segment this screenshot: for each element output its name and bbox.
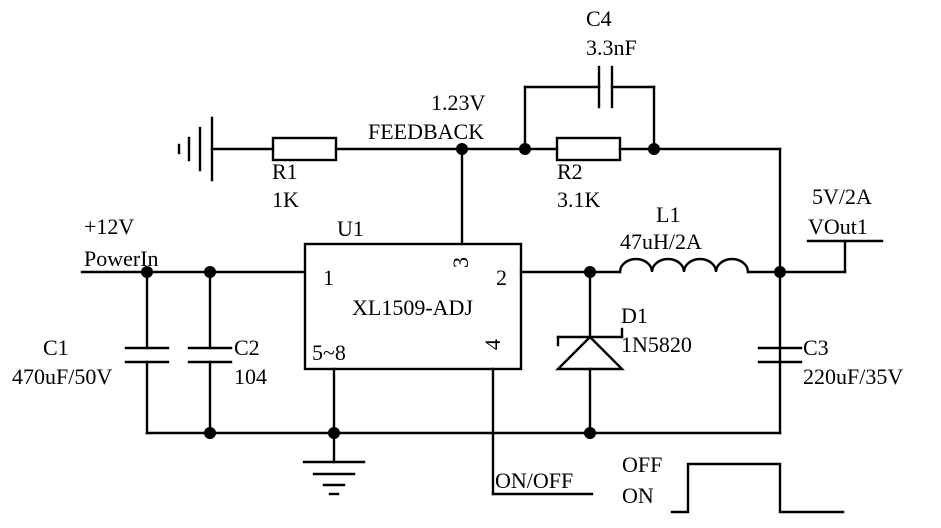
feedback-label: FEEDBACK bbox=[368, 119, 484, 144]
r2-value-label: 3.1K bbox=[557, 187, 601, 212]
off-label: OFF bbox=[622, 452, 662, 477]
c4-name-label: C4 bbox=[586, 6, 612, 31]
feedback-voltage-label: 1.23V bbox=[431, 90, 486, 115]
junction-dots bbox=[141, 143, 786, 439]
on-off-waveform bbox=[670, 462, 845, 514]
capacitor-c2 bbox=[187, 270, 233, 435]
u1-pin4-label: 4 bbox=[480, 339, 505, 350]
resistor-r2 bbox=[555, 136, 622, 162]
vin-voltage-label: +12V bbox=[84, 214, 134, 239]
d1-part-label: 1N5820 bbox=[621, 332, 692, 357]
l1-value-label: 47uH/2A bbox=[620, 229, 702, 254]
r1-name-label: R1 bbox=[272, 159, 298, 184]
c1-value-label: 470uF/50V bbox=[12, 364, 112, 389]
u1-part-label: XL1509-ADJ bbox=[352, 295, 473, 320]
u1-pin3-label: 3 bbox=[448, 257, 473, 268]
inductor-l1 bbox=[618, 257, 750, 274]
ground-symbol-left bbox=[177, 116, 214, 182]
c4-value-label: 3.3nF bbox=[586, 35, 637, 60]
u1-pin1-label: 1 bbox=[323, 265, 334, 290]
capacitor-c3 bbox=[757, 346, 803, 364]
c2-value-label: 104 bbox=[234, 364, 267, 389]
d1-name-label: D1 bbox=[621, 303, 648, 328]
u1-name-label: U1 bbox=[337, 216, 364, 241]
c3-name-label: C3 bbox=[803, 335, 829, 360]
on-off-net-label: ON/OFF bbox=[495, 468, 573, 493]
capacitor-c4 bbox=[523, 65, 656, 151]
c1-name-label: C1 bbox=[43, 335, 69, 360]
vin-net-label: PowerIn bbox=[84, 246, 159, 271]
l1-name-label: L1 bbox=[656, 202, 680, 227]
ic-u1-body bbox=[303, 242, 523, 371]
vout-net-label: VOut1 bbox=[808, 214, 868, 239]
vout-rating-label: 5V/2A bbox=[812, 184, 872, 209]
r1-value-label: 1K bbox=[272, 187, 299, 212]
diode-d1 bbox=[555, 270, 625, 435]
u1-pin58-label: 5~8 bbox=[312, 340, 346, 365]
ground-symbol-bottom bbox=[302, 460, 366, 496]
c2-name-label: C2 bbox=[234, 335, 260, 360]
r2-name-label: R2 bbox=[557, 159, 583, 184]
capacitor-c1 bbox=[124, 270, 170, 435]
on-label: ON bbox=[622, 483, 654, 508]
u1-pin2-label: 2 bbox=[496, 265, 507, 290]
c3-value-label: 220uF/35V bbox=[803, 364, 903, 389]
resistor-r1 bbox=[271, 136, 338, 162]
